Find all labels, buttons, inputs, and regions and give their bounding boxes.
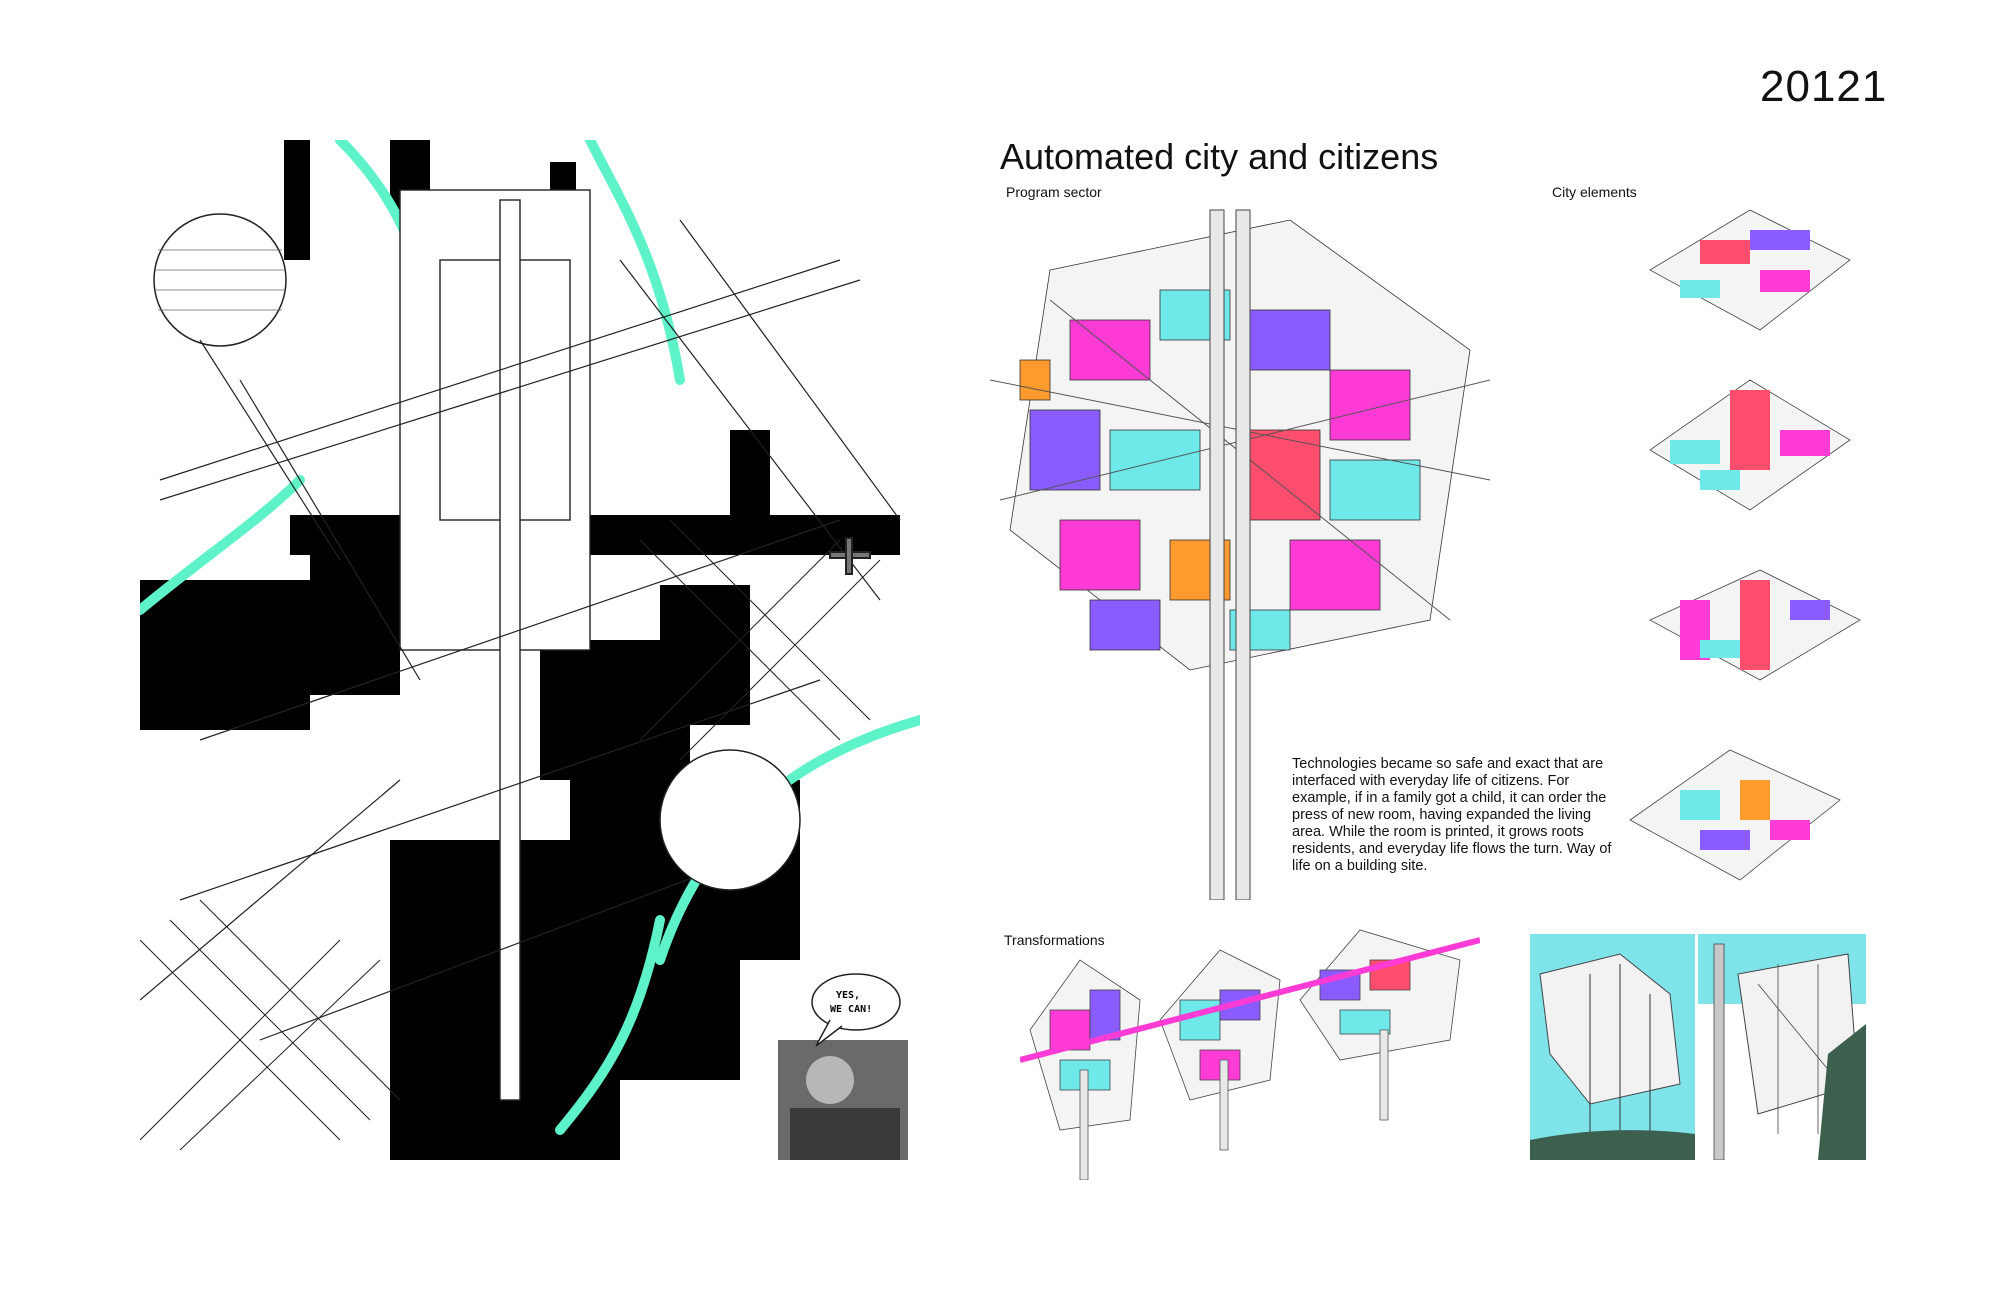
mint-ribbons [140,140,920,1135]
project-description: Technologies became so safe and exact th… [1292,756,1612,874]
collage-panel-right [1698,934,1866,1160]
airplane-icon [829,537,871,575]
city-elements-label: City elements [1552,184,1637,200]
city-element-3 [1649,569,1861,681]
program-sector-label: Program sector [1006,184,1102,200]
speech-line-1: YES, [836,990,860,1001]
program-sector-drawing [990,209,1491,900]
collage-panel-left [1530,934,1695,1160]
city-element-1 [1649,209,1851,331]
sphere-drawing [153,213,287,347]
city-element-2 [1649,379,1851,511]
transformations-drawing [1020,929,1480,1180]
hand-circle [659,749,801,891]
entry-number: 20121 [1760,62,1888,111]
central-tower [399,189,591,1101]
speech-bubble [811,973,901,1031]
main-collage-drawing: YES, WE CAN! [140,140,920,1160]
transformations-label: Transformations [1004,932,1105,948]
speech-line-2: WE CAN! [830,1004,872,1015]
city-element-4 [1629,749,1841,881]
lattice-structure [140,519,881,1151]
board-title: Automated city and citizens [1000,136,1439,177]
